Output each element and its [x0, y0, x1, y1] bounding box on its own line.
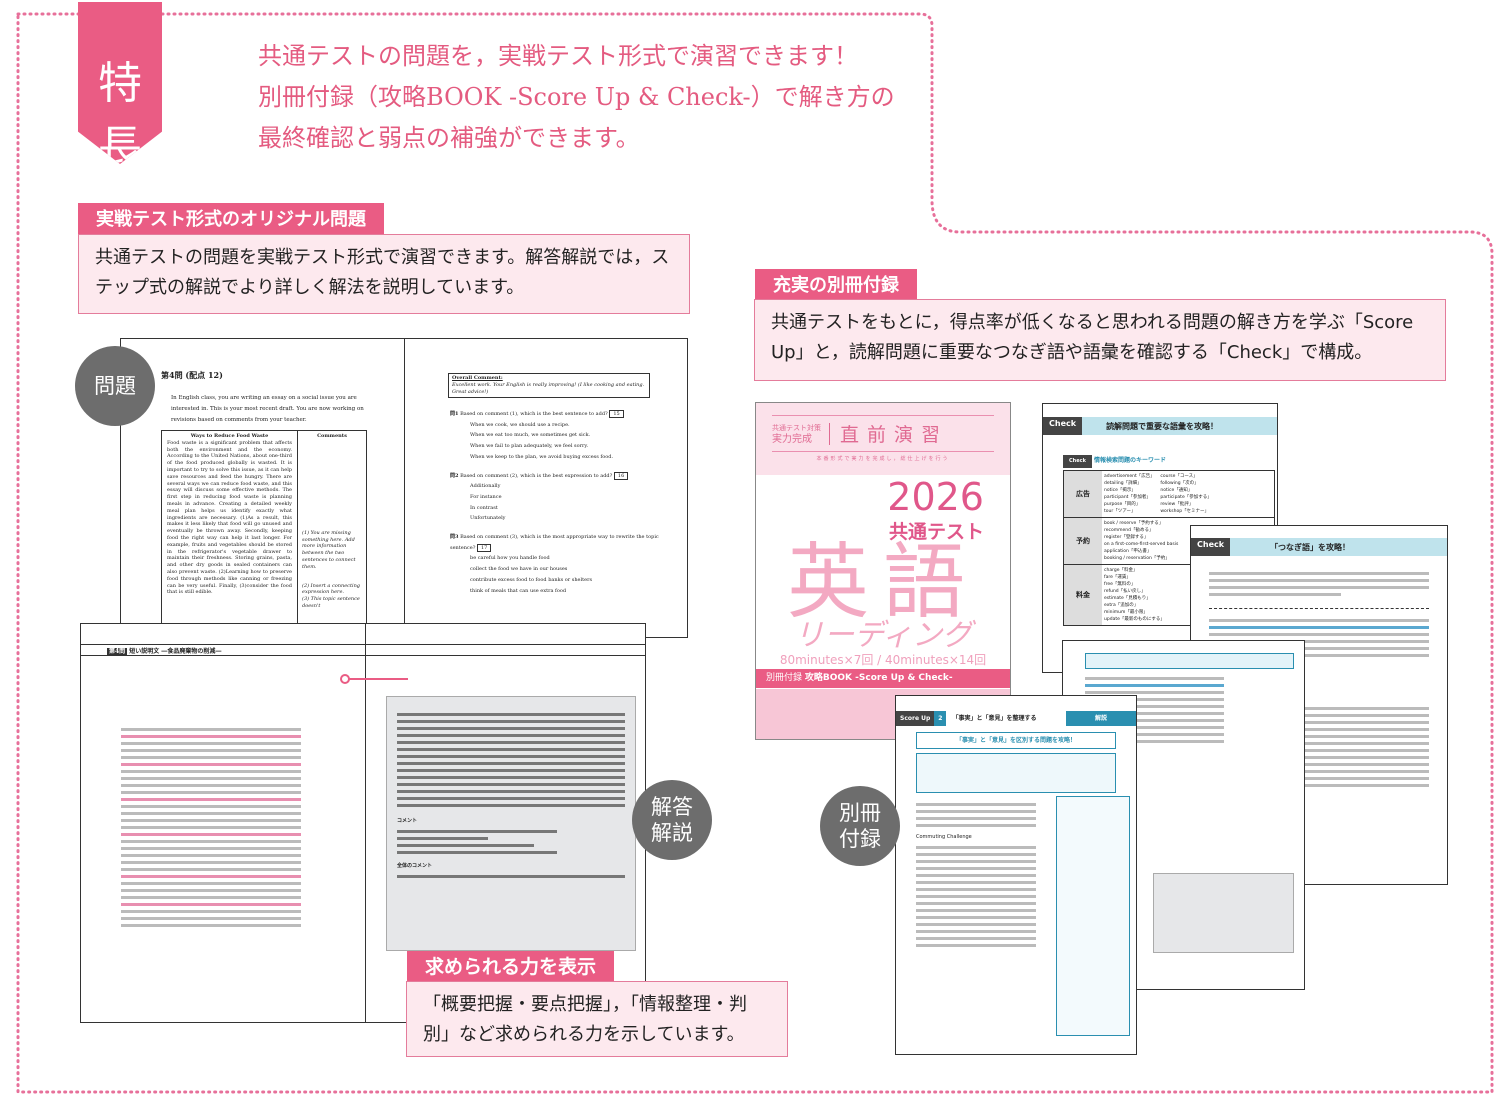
- cover-book: 攻略BOOK -Score Up & Check-: [804, 673, 953, 683]
- question-text: Based on comment (1), which is the best …: [460, 411, 608, 417]
- cover-subtitle: リーディング: [794, 618, 972, 653]
- question-list: 問1 Based on comment (1), which is the be…: [450, 409, 670, 596]
- question-text: Based on comment (3), which is the most …: [450, 534, 659, 551]
- feature-banner: 特長: [78, 2, 162, 164]
- comment: (3) This topic sentence doesn't: [302, 596, 360, 609]
- check-title: 「つなぎ語」を攻略！: [1270, 542, 1351, 552]
- overall-comment-text: Excellent work. Your English is really i…: [452, 382, 645, 395]
- answer-essay-lines: [121, 724, 301, 931]
- score-up-heading: 「事実」と「意見」を区別する問題を攻略！: [916, 732, 1116, 749]
- comment: (1) You are missing something here. Add …: [302, 529, 356, 570]
- answer-subheading: 短い説明文 ―食品廃棄物の削減―: [129, 648, 222, 655]
- vocab-list: book / reserve「予約する」recommend「勧める」regist…: [1104, 521, 1179, 561]
- section-description: 共通テストの問題を実戦テスト形式で演習できます。解答解説では，ステップ式の解説で…: [78, 234, 690, 314]
- headline-line: 別冊付録（攻略BOOK -Score Up & Check-）で解き方の: [258, 83, 895, 111]
- vocab-list: charge「料金」fare「運賃」free「無料の」refund「払い戻し」e…: [1104, 568, 1165, 622]
- pointer-dot: [340, 674, 350, 684]
- problem-heading: 第4問: [161, 370, 183, 380]
- option-list: When we cook, we should use a recipe.Whe…: [470, 421, 614, 460]
- section-description: 「概要把握・要点把握」，「情報整理・判別」など求められる力を示しています。: [406, 981, 788, 1057]
- score-up-page: Score Up 2 「事実」と「意見」を整理する 解説 「事実」と「意見」を区…: [895, 695, 1137, 1055]
- check-section: 情報検索問題のキーワード: [1094, 457, 1167, 464]
- answer-heading: 第4問: [107, 648, 128, 655]
- score-up-title: 「事実」と「意見」を整理する: [952, 714, 1037, 722]
- comment: (2) Insert a connecting expression here.: [302, 582, 360, 596]
- vocab-list: advertisement「広告」detailing「詳細」notice「掲示」…: [1104, 474, 1212, 514]
- section-tag-appendix: 充実の別冊付録: [755, 269, 917, 302]
- problem-label: 問題: [75, 346, 155, 426]
- answer-box: 15: [609, 410, 624, 418]
- cover-subject: 英語: [786, 535, 979, 630]
- problem-intro: In English class, you are writing an ess…: [171, 395, 364, 423]
- headline: 共通テストの問題を，実戦テスト形式で演習できます！ 別冊付録（攻略BOOK -Sc…: [258, 36, 895, 159]
- essay-text: Food waste is a significant problem that…: [167, 439, 292, 596]
- answer-explanation-label: 解答 解説: [632, 780, 712, 860]
- cover-year: 2026: [887, 475, 984, 519]
- headline-line: 最終確認と弱点の補強ができます。: [258, 124, 640, 152]
- headline-line: 共通テストの問題を，実戦テスト形式で演習できます！: [258, 42, 858, 70]
- problem-page: 第4問 (配点 12) In English class, you are wr…: [120, 338, 688, 638]
- cover-appendix: 別冊付録: [766, 673, 803, 683]
- overall-comment-heading: 全体のコメント: [397, 863, 433, 869]
- answer-box: 17: [476, 543, 492, 552]
- cover-title: 直前演習: [840, 424, 949, 446]
- problem-points: (配点 12): [185, 370, 223, 380]
- section-description: 共通テストをもとに，得点率が低くなると思われる問題の解き方を学ぶ「Score U…: [754, 299, 1446, 381]
- check-title: 読解問題で重要な語彙を攻略！: [1106, 421, 1219, 431]
- book-cover: 共通テスト対策実力完成 直前演習 本番形式で実力を完成し，総仕上げを行う 202…: [755, 402, 1011, 740]
- question-text: Based on comment (2), which is the best …: [460, 472, 613, 479]
- cover-header: 共通テスト対策実力完成 直前演習 本番形式で実力を完成し，総仕上げを行う: [756, 403, 1010, 475]
- essay-title: Ways to Reduce Food Waste: [190, 433, 269, 439]
- appendix-label: 別冊 付録: [820, 786, 900, 866]
- overall-comment-title: Overall Comment:: [452, 375, 503, 381]
- section-tag-skills: 求められる力を表示: [407, 951, 615, 983]
- cover-spec: 80minutes×7回 / 40minutes×14回: [779, 653, 987, 667]
- answer-box: 16: [613, 471, 629, 480]
- cover-exam: 共通テスト: [888, 521, 984, 543]
- section-tag-original-problems: 実戦テスト形式のオリジナル問題: [78, 203, 384, 236]
- comment-heading: コメント: [397, 818, 418, 824]
- explanation-box: コメント 全体のコメント: [386, 696, 636, 951]
- score-up-subheading: Commuting Challenge: [916, 834, 972, 840]
- cover-tagline: 本番形式で実力を完成し，総仕上げを行う: [816, 456, 950, 462]
- cover-appendix-band: 別冊付録 攻略BOOK -Score Up & Check-: [756, 669, 1010, 688]
- comments-title: Comments: [317, 433, 347, 439]
- pointer-line: [342, 678, 408, 680]
